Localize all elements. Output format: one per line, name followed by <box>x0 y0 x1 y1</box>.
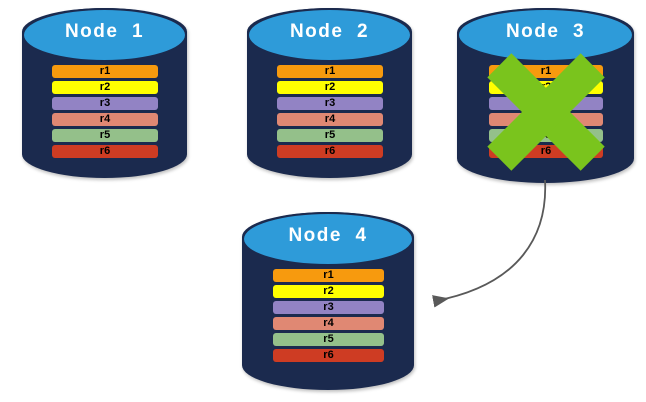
node-3-rows: r1 r2 r3 r4 r5 r6 <box>457 8 634 183</box>
node-2-row-r5[interactable]: r5 <box>277 129 383 142</box>
node-3-label: Node 3 <box>505 21 586 42</box>
node-4-row-r5[interactable]: r5 <box>273 333 384 346</box>
node-2-row-r2[interactable]: r2 <box>277 81 383 94</box>
node-4-rows: r1 r2 r3 r4 r5 r6 <box>242 212 414 390</box>
node-2-cylinder-top <box>247 8 412 62</box>
node-2-row-r3[interactable]: r3 <box>277 97 383 110</box>
node-3-row-r4[interactable]: r4 <box>489 113 603 126</box>
node-3-row-r3[interactable]: r3 <box>489 97 603 110</box>
node-1-row-r6[interactable]: r6 <box>52 145 158 158</box>
node-3-row-r1[interactable]: r1 <box>489 65 603 78</box>
node-3-row-r5[interactable]: r5 <box>489 129 603 142</box>
node-1-rows: r1 r2 r3 r4 r5 r6 <box>22 8 187 178</box>
node-4-row-r2[interactable]: r2 <box>273 285 384 298</box>
node-1-row-r2[interactable]: r2 <box>52 81 158 94</box>
node-1-label: Node 1 <box>64 21 145 42</box>
node-4-cylinder-top <box>242 212 414 266</box>
node-1-row-r5[interactable]: r5 <box>52 129 158 142</box>
node-4-row-r3[interactable]: r3 <box>273 301 384 314</box>
node-1-row-r1[interactable]: r1 <box>52 65 158 78</box>
node-4[interactable]: Node 4 r1 r2 r3 r4 r5 r6 <box>242 212 414 390</box>
node-3[interactable]: Node 3 r1 r2 r3 r4 r5 r6 <box>457 8 634 183</box>
node-3-row-r2[interactable]: r2 <box>489 81 603 94</box>
node-2[interactable]: Node 2 r1 r2 r3 r4 r5 r6 <box>247 8 412 178</box>
node-1-row-r3[interactable]: r3 <box>52 97 158 110</box>
node-2-row-r6[interactable]: r6 <box>277 145 383 158</box>
node-2-row-r1[interactable]: r1 <box>277 65 383 78</box>
node-2-label: Node 2 <box>289 21 370 42</box>
node-4-label: Node 4 <box>288 225 368 246</box>
node-1-row-r4[interactable]: r4 <box>52 113 158 126</box>
node-1[interactable]: Node 1 r1 r2 r3 r4 r5 r6 <box>22 8 187 178</box>
node-2-row-r4[interactable]: r4 <box>277 113 383 126</box>
node-3-row-r6[interactable]: r6 <box>489 145 603 158</box>
node-2-rows: r1 r2 r3 r4 r5 r6 <box>247 8 412 178</box>
node-4-row-r1[interactable]: r1 <box>273 269 384 282</box>
node3-to-node4-arrow <box>432 179 547 308</box>
node-4-row-r6[interactable]: r6 <box>273 349 384 362</box>
node-4-row-r4[interactable]: r4 <box>273 317 384 330</box>
node-1-cylinder-top <box>22 8 187 62</box>
